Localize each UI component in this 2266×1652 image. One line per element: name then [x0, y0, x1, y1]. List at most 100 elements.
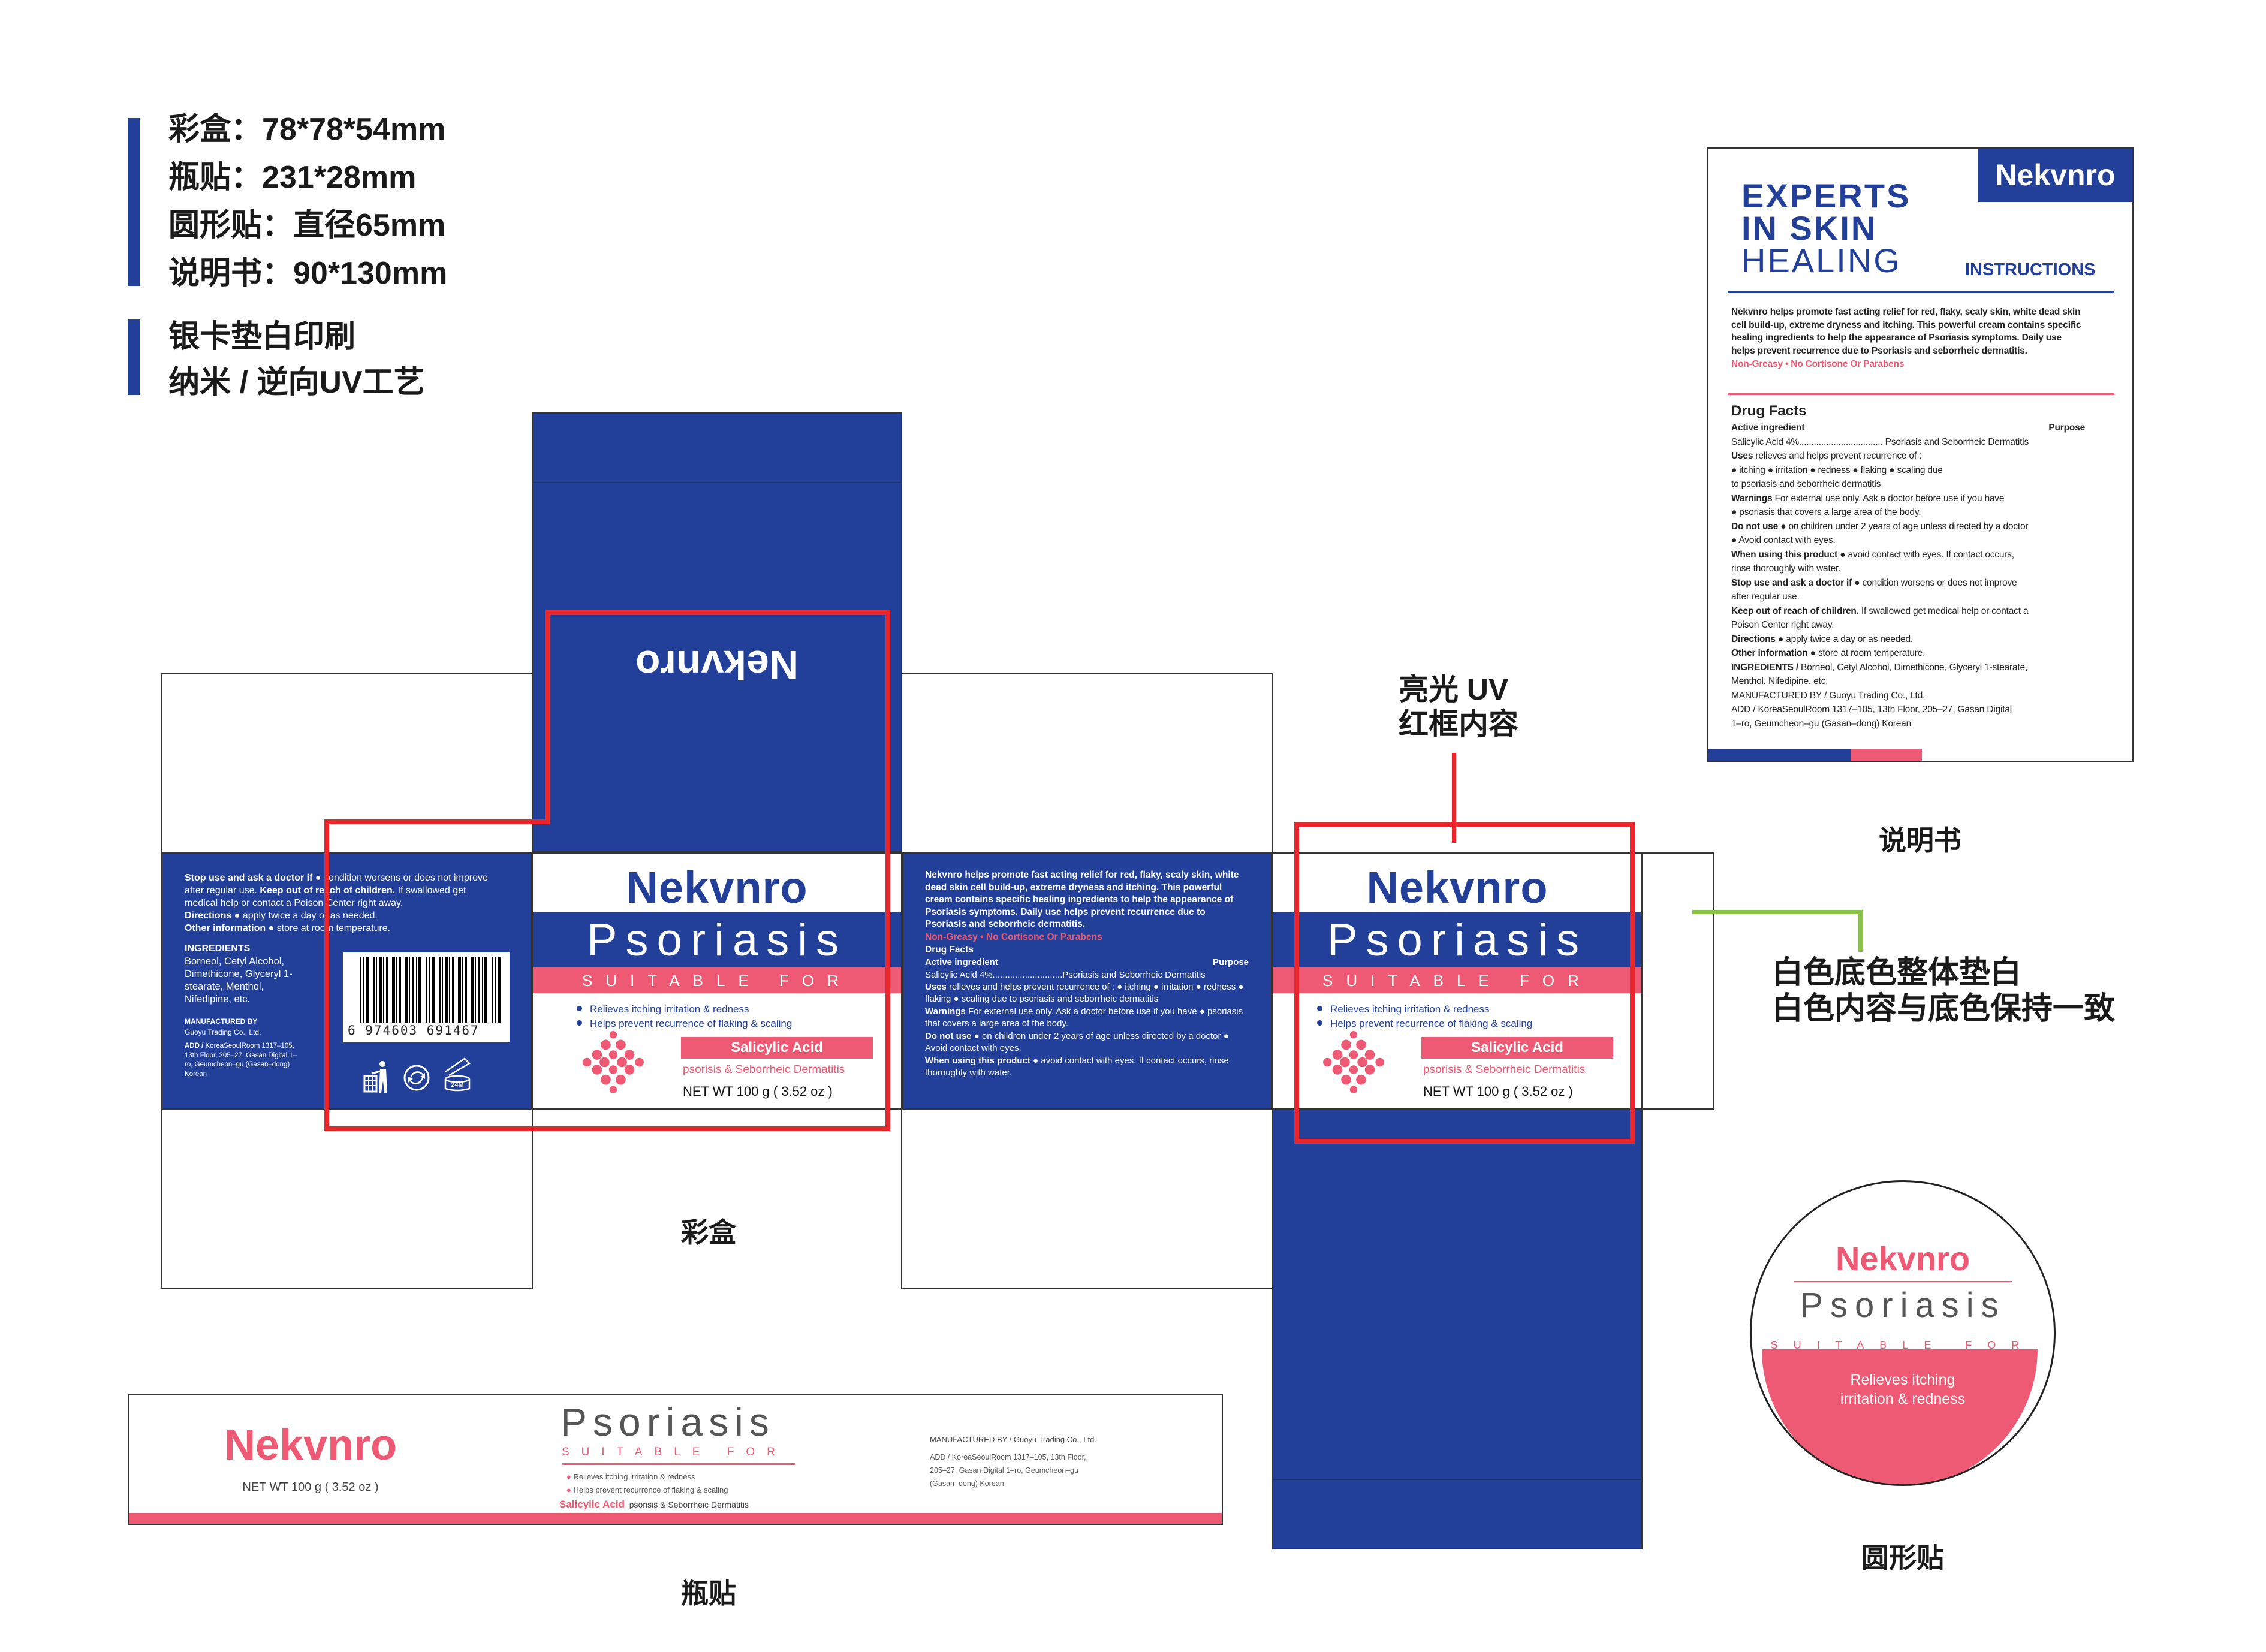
claims-text: Non-Greasy • No Cortisone Or Parabens	[1731, 359, 1905, 369]
uv-red-frame	[1294, 822, 1635, 1144]
spec-value: 直径65mm	[293, 208, 446, 243]
spec-accent-bar	[128, 118, 140, 286]
facts-line: Stop use and ask a doctor if ● condition…	[185, 872, 496, 909]
facts-label: Stop use and ask a doctor if	[1731, 577, 1852, 588]
net-weight: NET WT 100 g ( 3.52 oz )	[1423, 1084, 1573, 1099]
spec-bottle-label: 瓶贴：231*28mm	[168, 162, 416, 193]
period-after-opening-icon: 24M	[443, 1057, 472, 1092]
leaflet-footer-bar	[1851, 749, 1922, 761]
annotation-line: 亮光 UV	[1399, 673, 1509, 706]
facts-line: Warnings For external use only. Ask a do…	[925, 1006, 1249, 1030]
box-dust-flap	[161, 1108, 533, 1289]
active-row: Salicylic Acid 4%.......................…	[1731, 435, 2085, 450]
condition-text: psorisis & Seborrheic Dermatitis	[1423, 1063, 1586, 1076]
round-brand: Nekvnro	[1835, 1240, 1970, 1277]
product-name: Psoriasis	[1327, 915, 1588, 966]
purpose-value: Psoriasis and Seborrheic Dermatitis	[1885, 436, 2029, 447]
facts-label: Warnings	[1731, 493, 1773, 504]
bottle-label: Nekvnro NET WT 100 g ( 3.52 oz ) Psorias…	[128, 1394, 1223, 1525]
leaflet-footer-bar	[1708, 749, 1851, 761]
spec-value: 90*130mm	[293, 256, 448, 291]
facts-label: When using this product	[925, 1055, 1030, 1066]
facts-text: If swallowed get medical help or contact…	[1858, 605, 2029, 616]
suitable-band: SUITABLE FOR	[1273, 967, 1641, 993]
facts-line: Keep out of reach of children. If swallo…	[1731, 604, 2085, 619]
annotation-line: 红框内容	[1399, 707, 1518, 741]
spec-leaflet: 说明书：90*130mm	[168, 258, 447, 289]
green-dot-recycle-icon	[403, 1065, 430, 1091]
molecule-icon	[583, 1031, 644, 1093]
active-value: Salicylic Acid 4%.......................…	[1731, 436, 1883, 447]
address-line: ADD / KoreaSeoulRoom 1317–105, 13th Floo…	[930, 1453, 1086, 1461]
facts-line: to psoriasis and seborrheic dermatitis	[1731, 477, 2085, 492]
facts-text: ● store at room temperature.	[268, 923, 391, 933]
facts-line: Do not use ● on children under 2 years o…	[1731, 520, 2085, 534]
facts-text: Borneol, Cetyl Alcohol, Dimethicone, Gly…	[1798, 662, 2028, 673]
bottle-condition: psorisis & Seborrheic Dermatitis	[629, 1500, 749, 1509]
facts-text: If swallowed get medical help or contact…	[185, 885, 466, 908]
brand-logo: Nekvnro	[626, 863, 808, 912]
product-name-band: Psoriasis	[1273, 912, 1641, 967]
headline-line: EXPERTS	[1741, 177, 1911, 215]
active-row: Salicylic Acid 4%.......................…	[925, 969, 1249, 981]
brand-logo: Nekvnro	[1366, 863, 1548, 912]
benefit-item: Relieves itching irritation & redness	[1317, 1003, 1490, 1015]
leaflet-intro: Nekvnro helps promote fast acting relief…	[1731, 306, 2085, 372]
bottle-brand: Nekvnro	[224, 1421, 397, 1469]
facts-line: INGREDIENTS / Borneol, Cetyl Alcohol, Di…	[1731, 661, 2085, 675]
facts-text: ● apply twice a day or as needed.	[1775, 634, 1913, 644]
bullet-icon	[577, 1020, 582, 1026]
facts-text: rinse thoroughly with water.	[1731, 563, 1841, 574]
facts-line: Warnings For external use only. Ask a do…	[1731, 492, 2085, 506]
facts-text: For external use only. Ask a doctor befo…	[925, 1006, 1243, 1029]
facts-label: Other information	[185, 923, 269, 933]
facts-text: ADD / KoreaSeoulRoom 1317–105, 13th Floo…	[1731, 704, 2012, 715]
facts-line: Menthol, Nifedipine, etc.	[1731, 674, 2085, 689]
molecule-icon	[1323, 1031, 1384, 1093]
divider	[1728, 291, 2114, 293]
box-top-lid: Nekvnro	[532, 412, 902, 852]
bullet-icon	[1317, 1020, 1322, 1026]
bullet-icon	[577, 1006, 582, 1011]
manufacturer: Guoyu Trading Co., Ltd.	[185, 1028, 261, 1036]
bottle-active-row: Salicylic Acid psorisis & Seborrheic Der…	[559, 1499, 749, 1511]
fold-line	[1273, 1479, 1641, 1480]
round-benefit-segment: Relieves itching irritation & redness	[1752, 1349, 2054, 1484]
facts-text: ● avoid contact with eyes. If contact oc…	[925, 1055, 1229, 1078]
facts-line: When using this product ● avoid contact …	[925, 1055, 1249, 1080]
purpose-value: Psoriasis and Seborrheic Dermatitis	[1062, 969, 1206, 980]
round-sticker: Nekvnro Psoriasis SUITABLE FOR Relieves …	[1750, 1180, 2056, 1486]
spec-value: 78*78*54mm	[262, 112, 446, 147]
side-warnings: Stop use and ask a doctor if ● condition…	[185, 872, 496, 934]
uv-leader-line	[1452, 753, 1456, 843]
bullet-icon: ●	[566, 1472, 574, 1481]
caption-bottle: 瓶贴	[681, 1578, 736, 1609]
facts-line: 1–ro, Geumcheon–gu (Gasan–dong) Korean	[1731, 717, 2085, 731]
facts-label: INGREDIENTS /	[1731, 662, 1798, 673]
facts-line: ● itching ● irritation ● redness ● flaki…	[1731, 463, 2085, 478]
manufactured-title: MANUFACTURED BY	[185, 1017, 258, 1026]
facts-text: MANUFACTURED BY / Guoyu Trading Co., Ltd…	[1731, 690, 1926, 701]
process-line: 银卡垫白印刷	[168, 319, 356, 354]
fold-line	[533, 482, 901, 483]
facts-text: ● Avoid contact with eyes.	[1731, 535, 1836, 545]
bottle-active: Salicylic Acid	[559, 1499, 625, 1510]
caption-box: 彩盒	[681, 1217, 736, 1248]
caption-round: 圆形贴	[1861, 1542, 1944, 1573]
facts-text: ● avoid contact with eyes. If contact oc…	[1837, 549, 2014, 560]
facts-line: Uses relieves and helps prevent recurren…	[1731, 449, 2085, 463]
facts-text: ● on children under 2 years of age unles…	[1778, 521, 2029, 532]
active-value: Salicylic Acid 4%.......................…	[925, 969, 1063, 980]
facts-label: Other information	[1731, 648, 1808, 658]
address-line: 205–27, Gasan Digital 1–ro, Geumcheon–gu	[930, 1466, 1079, 1475]
spec-label: 瓶贴：	[168, 160, 263, 195]
facts-content: Nekvnro helps promote fast acting relief…	[925, 869, 1249, 1080]
active-ingredient-badge: Salicylic Acid	[1421, 1037, 1613, 1059]
bottle-product-name: Psoriasis	[561, 1400, 775, 1444]
facts-label: Uses	[925, 981, 947, 992]
facts-line: ADD / KoreaSeoulRoom 1317–105, 13th Floo…	[1731, 703, 2085, 717]
product-name-band: Psoriasis	[533, 912, 901, 967]
barcode-bars	[360, 957, 501, 1023]
benefit-item: Relieves itching irritation & redness	[577, 1003, 749, 1015]
benefit-text: Helps prevent recurrence of flaking & sc…	[590, 1018, 793, 1029]
